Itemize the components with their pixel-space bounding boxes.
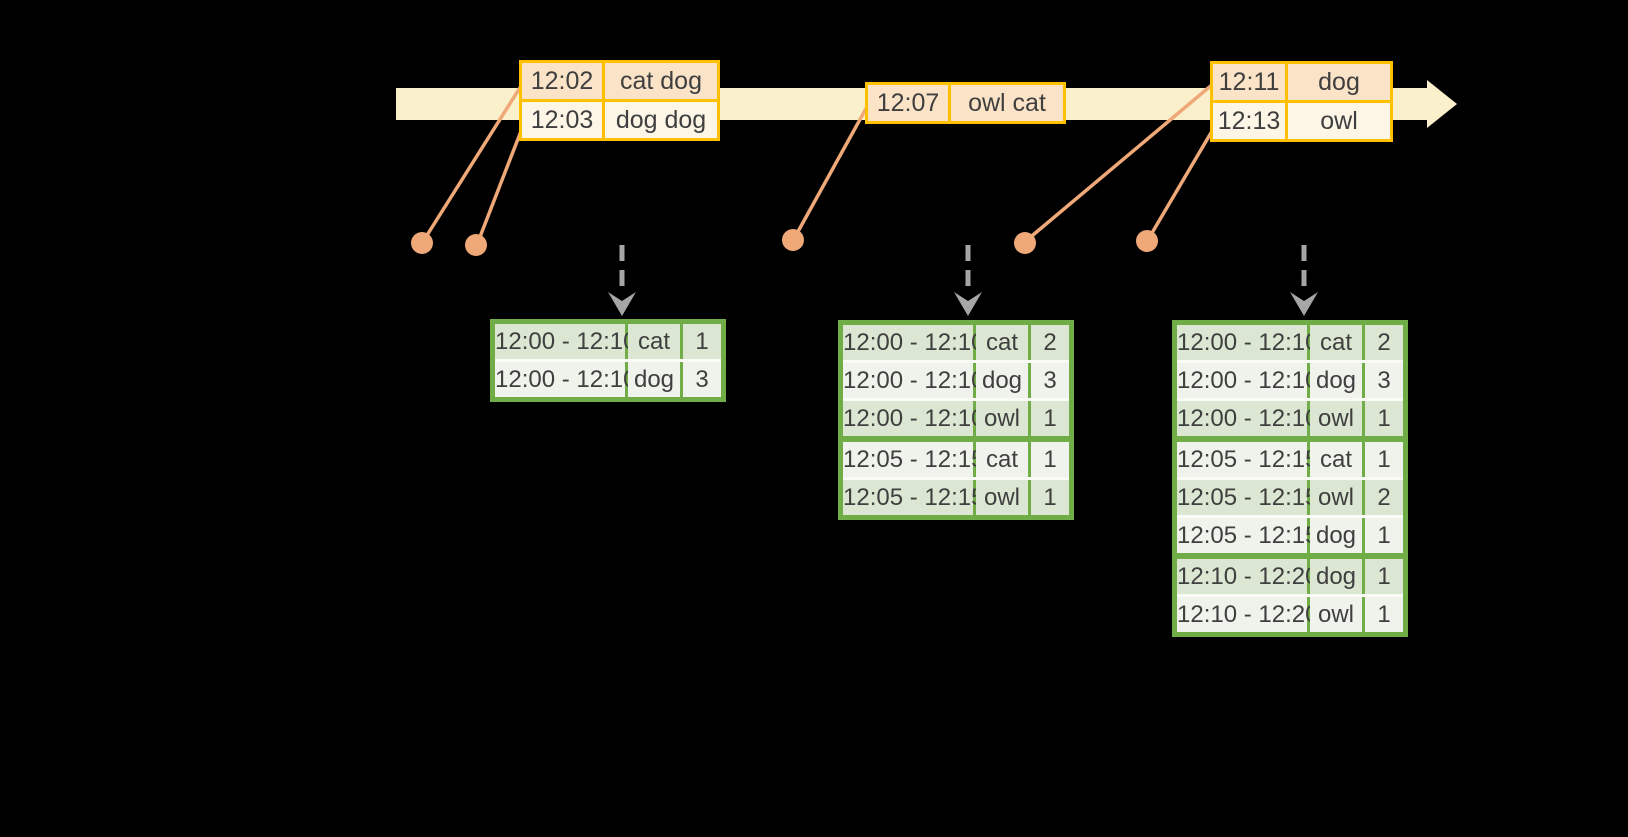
event-words: dog dog bbox=[605, 102, 717, 138]
result-window: 12:05 - 12:15 bbox=[1177, 480, 1318, 515]
result-window: 12:05 - 12:15 bbox=[1177, 442, 1318, 477]
event-time: 12:02 bbox=[522, 63, 602, 99]
result-window: 12:00 - 12:10 bbox=[1177, 325, 1318, 360]
event-connector-line bbox=[476, 125, 525, 243]
event-dot-icon bbox=[465, 234, 487, 256]
result-count: 1 bbox=[1365, 597, 1403, 632]
event-dots bbox=[411, 229, 1158, 256]
event-connector-line bbox=[422, 85, 523, 241]
result-word: cat bbox=[976, 442, 1028, 477]
event-words: dog bbox=[1288, 64, 1390, 100]
event-words: cat dog bbox=[605, 63, 717, 99]
result-word: dog bbox=[1310, 559, 1362, 594]
event-dot-icon bbox=[411, 232, 433, 254]
result-window: 12:10 - 12:20 bbox=[1177, 559, 1318, 594]
event-time: 12:13 bbox=[1213, 103, 1285, 139]
timeline-arrowhead-icon bbox=[1427, 80, 1457, 128]
event-time: 12:03 bbox=[522, 102, 602, 138]
event-connector-line bbox=[793, 104, 870, 238]
result-word: owl bbox=[1310, 597, 1362, 632]
result-count: 2 bbox=[1365, 325, 1403, 360]
event-time: 12:07 bbox=[868, 85, 948, 121]
event-words: owl cat bbox=[951, 85, 1063, 121]
event-dot-icon bbox=[1014, 232, 1036, 254]
result-word: dog bbox=[628, 362, 680, 397]
result-window: 12:00 - 12:10 bbox=[495, 324, 636, 359]
result-word: owl bbox=[1310, 401, 1362, 436]
result-word: cat bbox=[1310, 325, 1362, 360]
result-word: dog bbox=[976, 363, 1028, 398]
result-count: 1 bbox=[1365, 518, 1403, 553]
result-count: 1 bbox=[683, 324, 721, 359]
event-connector-lines bbox=[422, 82, 1217, 243]
result-count: 3 bbox=[1031, 363, 1069, 398]
result-word: cat bbox=[976, 325, 1028, 360]
result-count: 1 bbox=[1365, 559, 1403, 594]
result-count: 1 bbox=[1031, 401, 1069, 436]
result-window: 12:00 - 12:10 bbox=[843, 401, 984, 436]
trigger-arrowhead-icon bbox=[954, 292, 982, 316]
result-window: 12:05 - 12:15 bbox=[843, 442, 984, 477]
trigger-arrowhead-icon bbox=[1290, 292, 1318, 316]
result-word: cat bbox=[1310, 442, 1362, 477]
event-time: 12:11 bbox=[1213, 64, 1285, 100]
result-word: cat bbox=[628, 324, 680, 359]
result-window: 12:10 - 12:20 bbox=[1177, 597, 1318, 632]
result-count: 1 bbox=[1031, 480, 1069, 515]
result-word: owl bbox=[1310, 480, 1362, 515]
event-words: owl bbox=[1288, 103, 1390, 139]
result-count: 2 bbox=[1365, 480, 1403, 515]
result-word: dog bbox=[1310, 518, 1362, 553]
event-dot-icon bbox=[782, 229, 804, 251]
result-window: 12:05 - 12:15 bbox=[843, 480, 984, 515]
result-window: 12:00 - 12:10 bbox=[843, 325, 984, 360]
result-window: 12:00 - 12:10 bbox=[843, 363, 984, 398]
trigger-arrowhead-icon bbox=[608, 292, 636, 316]
result-word: owl bbox=[976, 480, 1028, 515]
trigger-arrows bbox=[608, 245, 1318, 316]
event-dot-icon bbox=[1136, 230, 1158, 252]
result-count: 2 bbox=[1031, 325, 1069, 360]
result-count: 1 bbox=[1031, 442, 1069, 477]
event-connector-line bbox=[1025, 82, 1215, 242]
result-count: 3 bbox=[683, 362, 721, 397]
result-word: owl bbox=[976, 401, 1028, 436]
result-count: 1 bbox=[1365, 442, 1403, 477]
result-window: 12:00 - 12:10 bbox=[1177, 401, 1318, 436]
result-window: 12:05 - 12:15 bbox=[1177, 518, 1318, 553]
result-count: 3 bbox=[1365, 363, 1403, 398]
result-word: dog bbox=[1310, 363, 1362, 398]
result-window: 12:00 - 12:10 bbox=[1177, 363, 1318, 398]
result-window: 12:00 - 12:10 bbox=[495, 362, 636, 397]
result-count: 1 bbox=[1365, 401, 1403, 436]
event-connector-line bbox=[1147, 125, 1217, 239]
